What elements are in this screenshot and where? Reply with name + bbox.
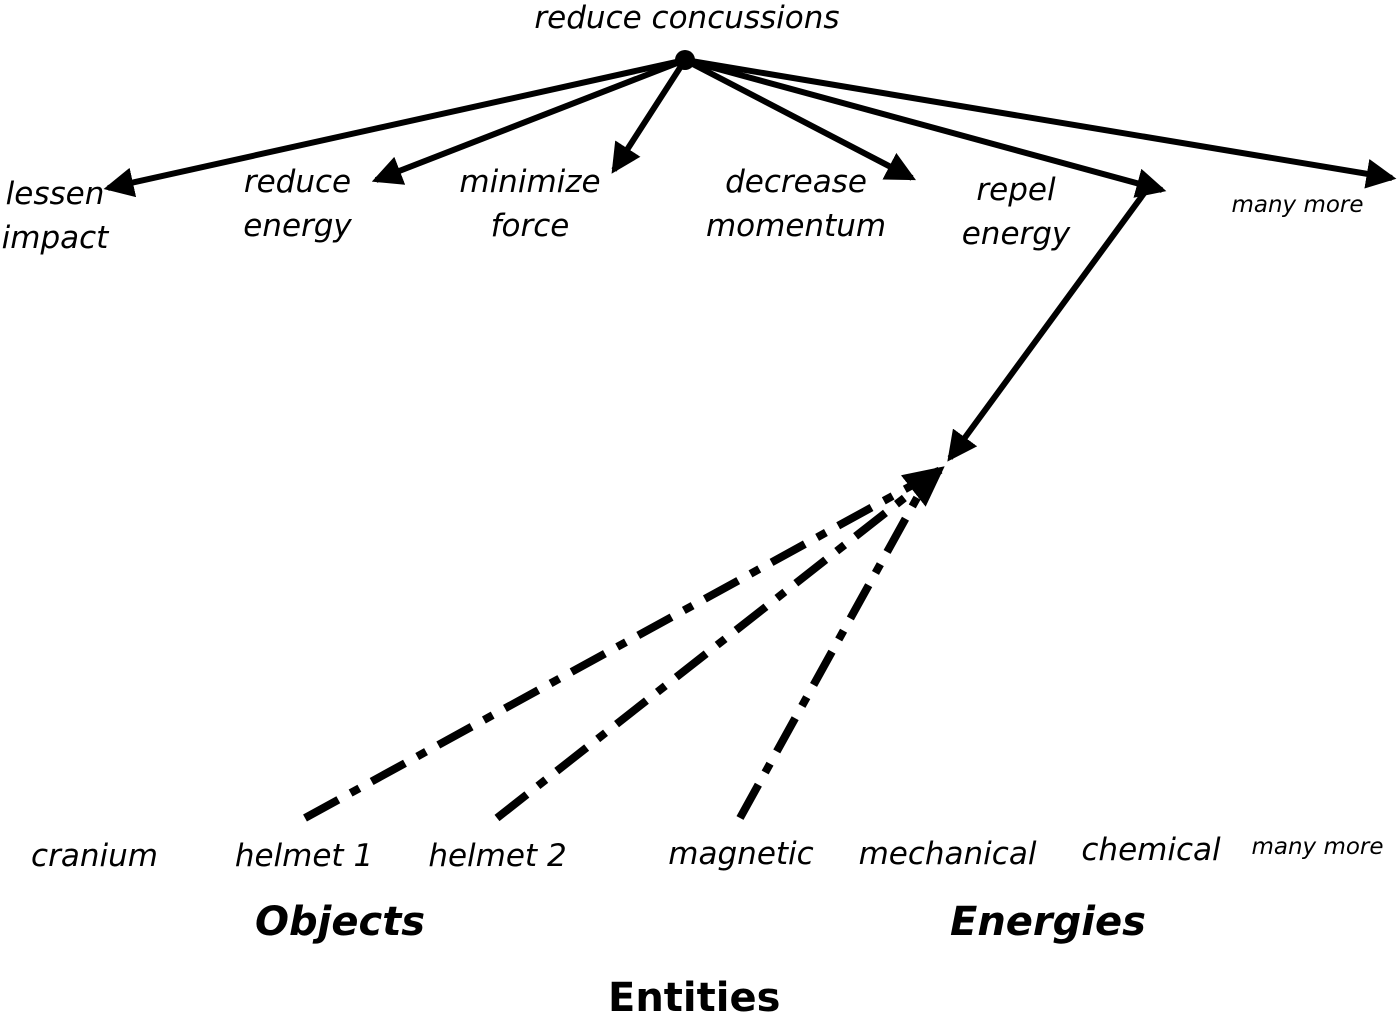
link-magnetic xyxy=(736,476,932,820)
function-lessen-impact: lessen impact xyxy=(1,176,109,256)
function-decrease-momentum: decrease momentum xyxy=(705,164,887,244)
arrow-to-lessen-impact xyxy=(103,57,686,198)
entity-cranium: cranium xyxy=(31,838,158,874)
arrow-to-decrease-momentum xyxy=(683,57,916,181)
function-many-more: many more xyxy=(1231,192,1364,218)
function-minimize-force: minimize force xyxy=(459,164,601,244)
entity-chemical: chemical xyxy=(1081,832,1221,868)
entity-helmet-2: helmet 2 xyxy=(428,838,567,874)
arrow-to-repel-energy xyxy=(684,57,1167,198)
entity-helmet-1: helmet 1 xyxy=(234,838,374,874)
goal-node xyxy=(675,50,695,70)
arrow-repel-energy-to-convergence xyxy=(947,190,1148,462)
entity-many-more: many more xyxy=(1251,834,1384,860)
heading-energies: Energies xyxy=(950,899,1146,945)
arrow-to-reduce-energy xyxy=(371,57,687,185)
arrow-to-many-more-functions xyxy=(684,57,1397,189)
entity-mechanical: mechanical xyxy=(858,836,1037,872)
link-helmet-1 xyxy=(303,466,942,822)
link-helmet-2 xyxy=(494,466,945,822)
heading-objects: Objects xyxy=(255,899,426,945)
heading-entities: Entities xyxy=(608,975,781,1019)
function-reduce-energy: reduce energy xyxy=(243,164,352,244)
arrow-to-minimize-force xyxy=(611,58,688,174)
function-repel-energy: repel energy xyxy=(961,172,1071,252)
goal-label: reduce concussions xyxy=(534,0,840,36)
entity-magnetic: magnetic xyxy=(668,836,814,872)
